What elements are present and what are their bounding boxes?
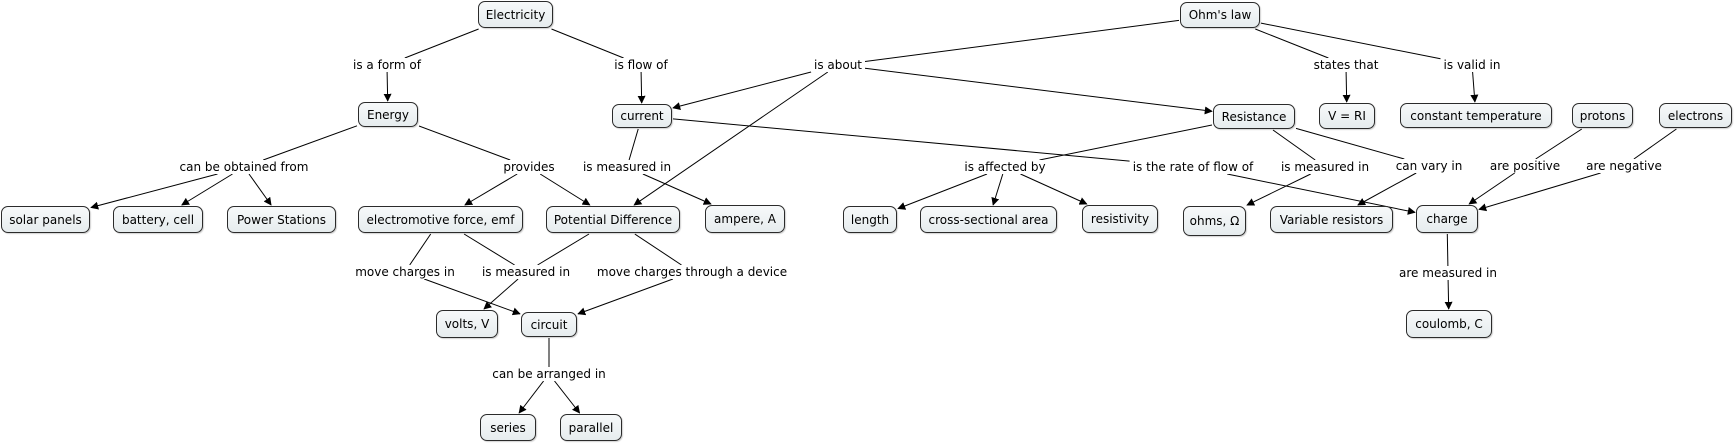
- connector-are-positive-to-charge: [1468, 172, 1515, 205]
- node-length[interactable]: length: [843, 206, 897, 233]
- link-is-affected-by: is affected by: [961, 160, 1049, 174]
- connector-is-rate-of-flow-of-to-charge: [1227, 173, 1416, 215]
- connector-can-be-arranged-in-to-parallel: [554, 380, 581, 414]
- connector-resistance-to-is-measured-in-resistance: [1272, 129, 1316, 161]
- link-move-charges-through-a-device: move charges through a device: [593, 265, 791, 279]
- node-cross-sectional-area[interactable]: cross-sectional area: [920, 206, 1057, 233]
- connector-provides-to-potential-difference: [539, 173, 591, 206]
- connector-ohms-law-to-states-that: [1255, 28, 1329, 59]
- node-electricity[interactable]: Electricity: [478, 1, 553, 28]
- node-variable-resistors[interactable]: Variable resistors: [1270, 206, 1393, 233]
- connector-electrons-to-are-negative: [1633, 128, 1677, 160]
- node-series[interactable]: series: [480, 414, 536, 441]
- connector-current-to-is-measured-in-current: [628, 128, 639, 161]
- connector-states-that-to-v-ri: [1342, 71, 1351, 103]
- connector-is-a-form-of-to-energy: [383, 71, 392, 102]
- connector-is-about-to-current: [672, 71, 812, 110]
- connector-ohms-law-to-is-about: [864, 19, 1180, 62]
- connector-is-measured-in-current-to-ampere: [642, 173, 712, 205]
- connector-is-affected-by-to-cross-sectional-area: [991, 173, 1004, 206]
- connector-is-measured-in-pd-to-volts: [483, 278, 519, 310]
- connector-is-about-to-potential-difference: [633, 71, 829, 206]
- link-provides: provides: [500, 160, 558, 174]
- node-parallel[interactable]: parallel: [560, 414, 622, 441]
- link-are-positive: are positive: [1486, 159, 1564, 173]
- connector-can-be-arranged-in-to-series: [518, 380, 544, 414]
- node-volts[interactable]: volts, V: [436, 310, 498, 338]
- link-is-valid-in: is valid in: [1440, 58, 1504, 72]
- connector-energy-to-provides: [418, 125, 511, 161]
- connector-are-measured-in-to-coulomb: [1444, 279, 1453, 310]
- node-potential-difference[interactable]: Potential Difference: [546, 206, 680, 233]
- node-current[interactable]: current: [612, 104, 672, 128]
- link-is-flow-of: is flow of: [611, 58, 671, 72]
- connector-resistance-to-can-vary-in: [1295, 127, 1405, 160]
- connector-can-vary-in-to-variable-resistors: [1357, 172, 1417, 206]
- node-constant-temperature[interactable]: constant temperature: [1400, 103, 1552, 128]
- node-ohms-law[interactable]: Ohm's law: [1180, 2, 1260, 28]
- connector-charge-to-are-measured-in: [1446, 233, 1449, 267]
- link-states-that: states that: [1310, 58, 1382, 72]
- link-current-is-measured-in: is measured in: [579, 160, 675, 174]
- connector-is-flow-of-to-current: [637, 71, 646, 104]
- node-ampere[interactable]: ampere, A: [705, 205, 785, 233]
- connector-move-charges-through-to-circuit: [577, 278, 674, 316]
- connector-electricity-to-is-flow-of: [551, 28, 624, 59]
- connector-emf-to-move-charges-in: [409, 233, 432, 266]
- link-resistance-is-measured-in: is measured in: [1277, 160, 1373, 174]
- node-energy[interactable]: Energy: [358, 102, 418, 127]
- link-is-rate-of-flow-of: is the rate of flow of: [1129, 160, 1257, 174]
- link-can-vary-in: can vary in: [1392, 159, 1466, 173]
- connector-can-be-obtained-from-to-power-stations: [248, 173, 272, 206]
- link-move-charges-in: move charges in: [352, 265, 458, 279]
- connector-is-measured-in-resistance-to-ohms: [1246, 173, 1311, 206]
- connector-is-about-to-resistance: [864, 67, 1213, 115]
- node-circuit[interactable]: circuit: [521, 312, 577, 337]
- node-ohms[interactable]: ohms, Ω: [1183, 206, 1246, 236]
- connector-provides-to-emf: [464, 173, 518, 206]
- node-battery-cell[interactable]: battery, cell: [113, 206, 203, 233]
- node-electromotive-force[interactable]: electromotive force, emf: [358, 206, 523, 233]
- node-power-stations[interactable]: Power Stations: [227, 206, 336, 233]
- node-resistivity[interactable]: resistivity: [1082, 205, 1158, 233]
- connector-electricity-to-is-a-form-of: [404, 28, 479, 59]
- connector-energy-to-can-be-obtained-from: [263, 125, 358, 161]
- connector-current-to-is-rate-of-flow-of: [672, 118, 1130, 162]
- node-coulomb[interactable]: coulomb, C: [1406, 310, 1492, 338]
- connector-are-negative-to-charge: [1478, 172, 1601, 212]
- connector-resistance-to-is-affected-by: [1039, 124, 1213, 161]
- connector-can-be-obtained-from-to-solar-panels: [90, 173, 218, 210]
- node-resistance[interactable]: Resistance: [1213, 104, 1295, 129]
- node-protons[interactable]: protons: [1572, 103, 1633, 128]
- link-is-a-form-of: is a form of: [350, 58, 424, 72]
- connector-emf-to-is-measured-in-pd: [463, 233, 515, 266]
- connector-is-affected-by-to-resistivity: [1020, 173, 1088, 205]
- link-is-about: is about: [810, 58, 866, 72]
- link-pd-is-measured-in: is measured in: [478, 265, 574, 279]
- link-can-be-obtained-from: can be obtained from: [176, 160, 312, 174]
- node-charge[interactable]: charge: [1416, 205, 1478, 233]
- connector-move-charges-in-to-circuit: [424, 278, 521, 316]
- connector-is-valid-in-to-constant-temperature: [1470, 71, 1479, 103]
- link-are-negative: are negative: [1583, 159, 1665, 173]
- connector-protons-to-are-positive: [1535, 128, 1583, 160]
- node-electrons[interactable]: electrons: [1659, 103, 1732, 128]
- connector-potential-difference-to-is-measured-in-pd: [537, 233, 590, 266]
- node-v-equals-ri[interactable]: V = RI: [1319, 103, 1375, 129]
- link-can-be-arranged-in: can be arranged in: [489, 367, 609, 381]
- connector-ohms-law-to-is-valid-in: [1260, 22, 1441, 60]
- link-are-measured-in: are measured in: [1396, 266, 1500, 280]
- node-solar-panels[interactable]: solar panels: [1, 206, 90, 233]
- connector-is-affected-by-to-length: [897, 173, 988, 210]
- connector-can-be-obtained-from-to-battery-cell: [181, 173, 233, 206]
- connector-potential-difference-to-move-charges-through: [634, 233, 682, 266]
